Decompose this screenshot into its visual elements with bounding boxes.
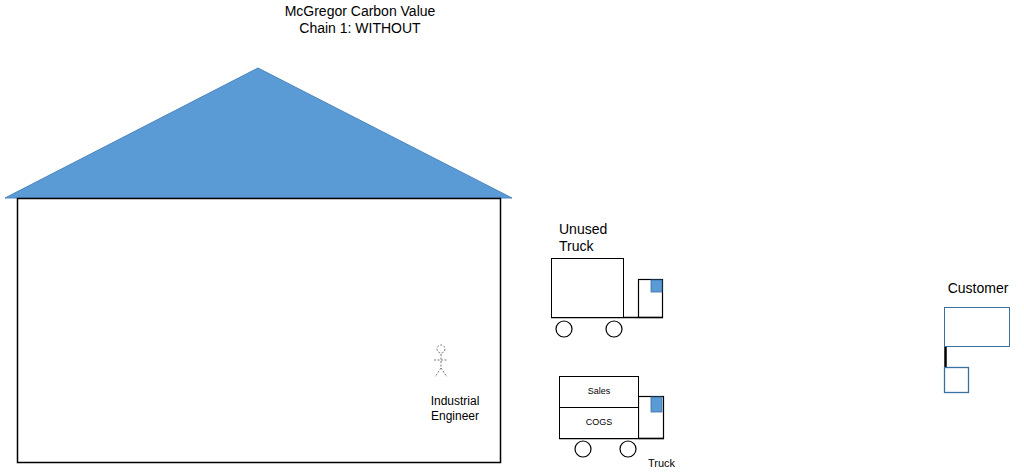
node-label: COGS [560,417,638,428]
node-label: Sales [560,386,638,397]
customer-figure [945,346,969,393]
cogs-box: COGS [559,407,639,439]
role-label: Industrial Engineer [420,394,490,424]
node-heading: Unused Truck [559,221,619,255]
house-walls [18,199,501,463]
diagram-title: McGregor Carbon Value Chain 1: WITHOUT [270,3,450,37]
unused-truck-cargo: Unused Truck [551,258,624,318]
stick-figure [434,345,448,377]
sales-box: Sales [559,376,639,408]
customer-box: Customer [944,307,1010,347]
node-heading: Customer [937,280,1019,297]
house-roof [5,68,512,198]
truck-label: Truck [648,456,688,470]
